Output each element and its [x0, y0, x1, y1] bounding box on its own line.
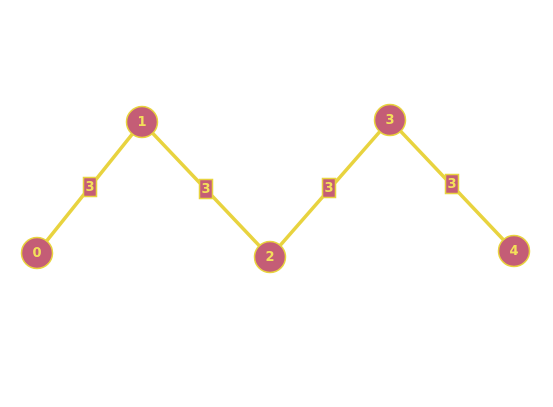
edge-label-layer: 3 3 3 3: [82, 173, 460, 200]
node-layer: 0 1 2 3 4: [20, 103, 531, 274]
edge-weight-label-2-3: 3: [321, 177, 337, 199]
node-label-3: 3: [385, 113, 394, 128]
node-label-0: 0: [32, 246, 41, 261]
edge-weight-text-1-2: 3: [201, 182, 210, 197]
node-label-2: 2: [265, 250, 274, 265]
edge-weight-label-0-1: 3: [82, 176, 98, 198]
node-0: 0: [20, 236, 54, 270]
edge-weight-text-3-4: 3: [447, 177, 456, 192]
node-4: 4: [497, 234, 531, 268]
edge-weight-label-1-2: 3: [198, 178, 214, 200]
node-label-4: 4: [509, 244, 518, 259]
node-1: 1: [125, 105, 159, 139]
node-label-1: 1: [137, 115, 146, 130]
edge-weight-text-2-3: 3: [324, 181, 333, 196]
node-3: 3: [373, 103, 407, 137]
edge-weight-text-0-1: 3: [85, 180, 94, 195]
edge-weight-label-3-4: 3: [444, 173, 460, 195]
node-2: 2: [253, 240, 287, 274]
